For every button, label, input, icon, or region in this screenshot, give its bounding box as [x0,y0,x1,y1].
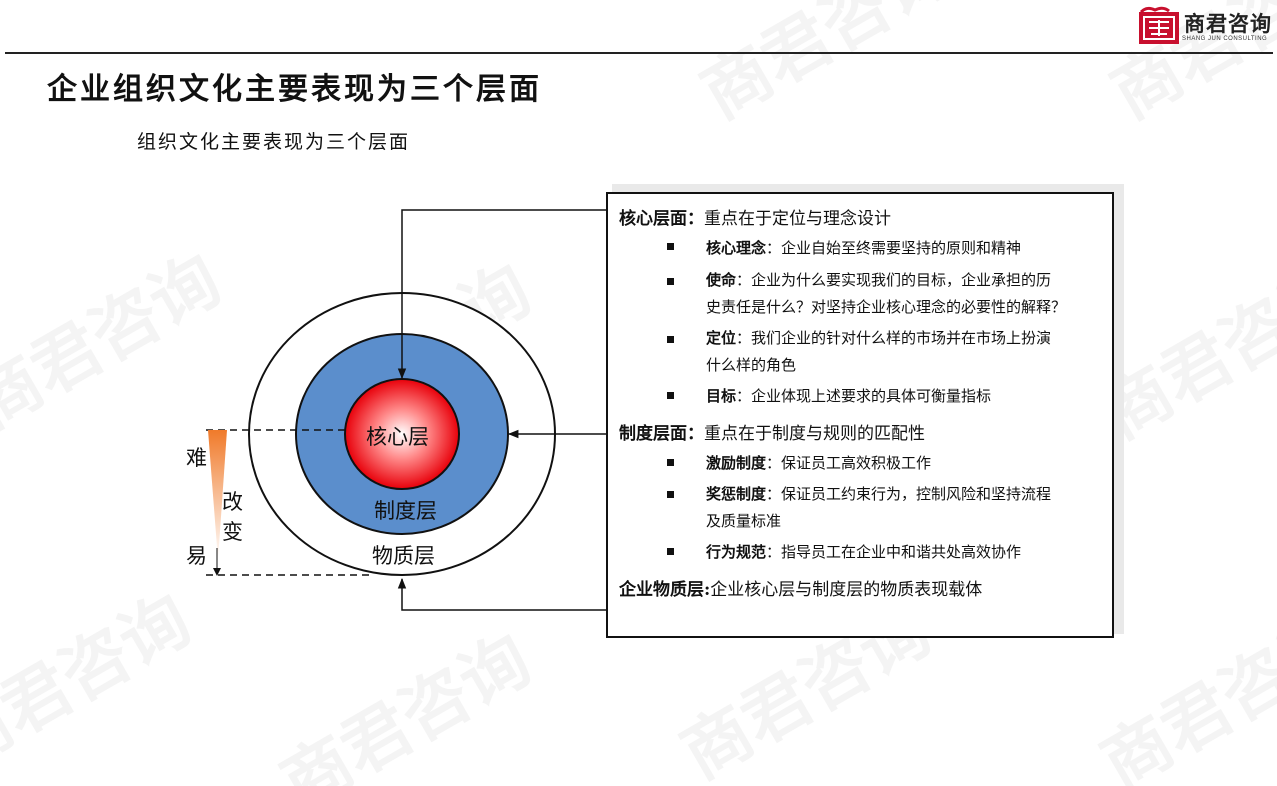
core-section-heading: 核心层面：重点在于定位与理念设计 [619,209,891,229]
core-item-positioning-cont: 什么样的角色 [706,356,797,374]
logo-icon [1139,6,1179,44]
core-item-mission: 使命：企业为什么要实现我们的目标，企业承担的历 [706,271,1052,289]
core-item-core-idea: 核心理念：企业自始至终需要坚持的原则和精神 [706,239,1022,257]
core-layer-label: 核心层 [366,426,429,449]
difficulty-arrow-head [213,568,221,576]
header-divider [5,52,1273,54]
bullet-icon [667,491,674,498]
connector-core [397,209,606,380]
difficulty-change-label-1: 改 [222,491,243,514]
system-item-code-of-conduct: 行为规范：指导员工在企业中和谐共处高效协作 [706,543,1022,561]
difficulty-hard-label: 难 [186,447,207,470]
core-item-goal: 目标：企业体现上述要求的具体可衡量指标 [706,387,992,405]
difficulty-gradient-arrow [208,430,227,560]
system-section-heading: 制度层面：重点在于制度与规则的匹配性 [619,424,925,444]
material-layer-label: 物质层 [372,545,435,568]
connector-material [397,577,606,611]
system-item-reward-penalty-cont: 及质量标准 [706,512,782,530]
system-layer-label: 制度层 [374,500,437,523]
core-item-positioning: 定位：我们企业的针对什么样的市场并在市场上扮演 [706,329,1052,347]
system-item-reward-penalty: 奖惩制度：保证员工约束行为，控制风险和坚持流程 [706,485,1052,503]
bullet-icon [667,459,674,466]
bullet-icon [667,336,674,343]
material-section-heading: 企业物质层:企业核心层与制度层的物质表现载体 [619,580,983,600]
logo-text: 商君咨询 [1184,11,1272,36]
description-panel [606,192,1114,638]
page-subtitle: 组织文化主要表现为三个层面 [137,131,411,153]
bullet-icon [667,548,674,555]
core-item-mission-cont: 史责任是什么？对坚持企业核心理念的必要性的解释？ [706,298,1067,316]
bullet-icon [667,278,674,285]
page-title: 企业组织文化主要表现为三个层面 [47,72,542,107]
bullet-icon [667,392,674,399]
bullet-icon [667,243,674,250]
system-item-incentive: 激励制度：保证员工高效积极工作 [706,454,932,472]
difficulty-change-label-2: 变 [222,521,243,544]
logo-subtext: SHANG JUN CONSULTING [1182,36,1268,42]
difficulty-easy-label: 易 [186,545,207,568]
